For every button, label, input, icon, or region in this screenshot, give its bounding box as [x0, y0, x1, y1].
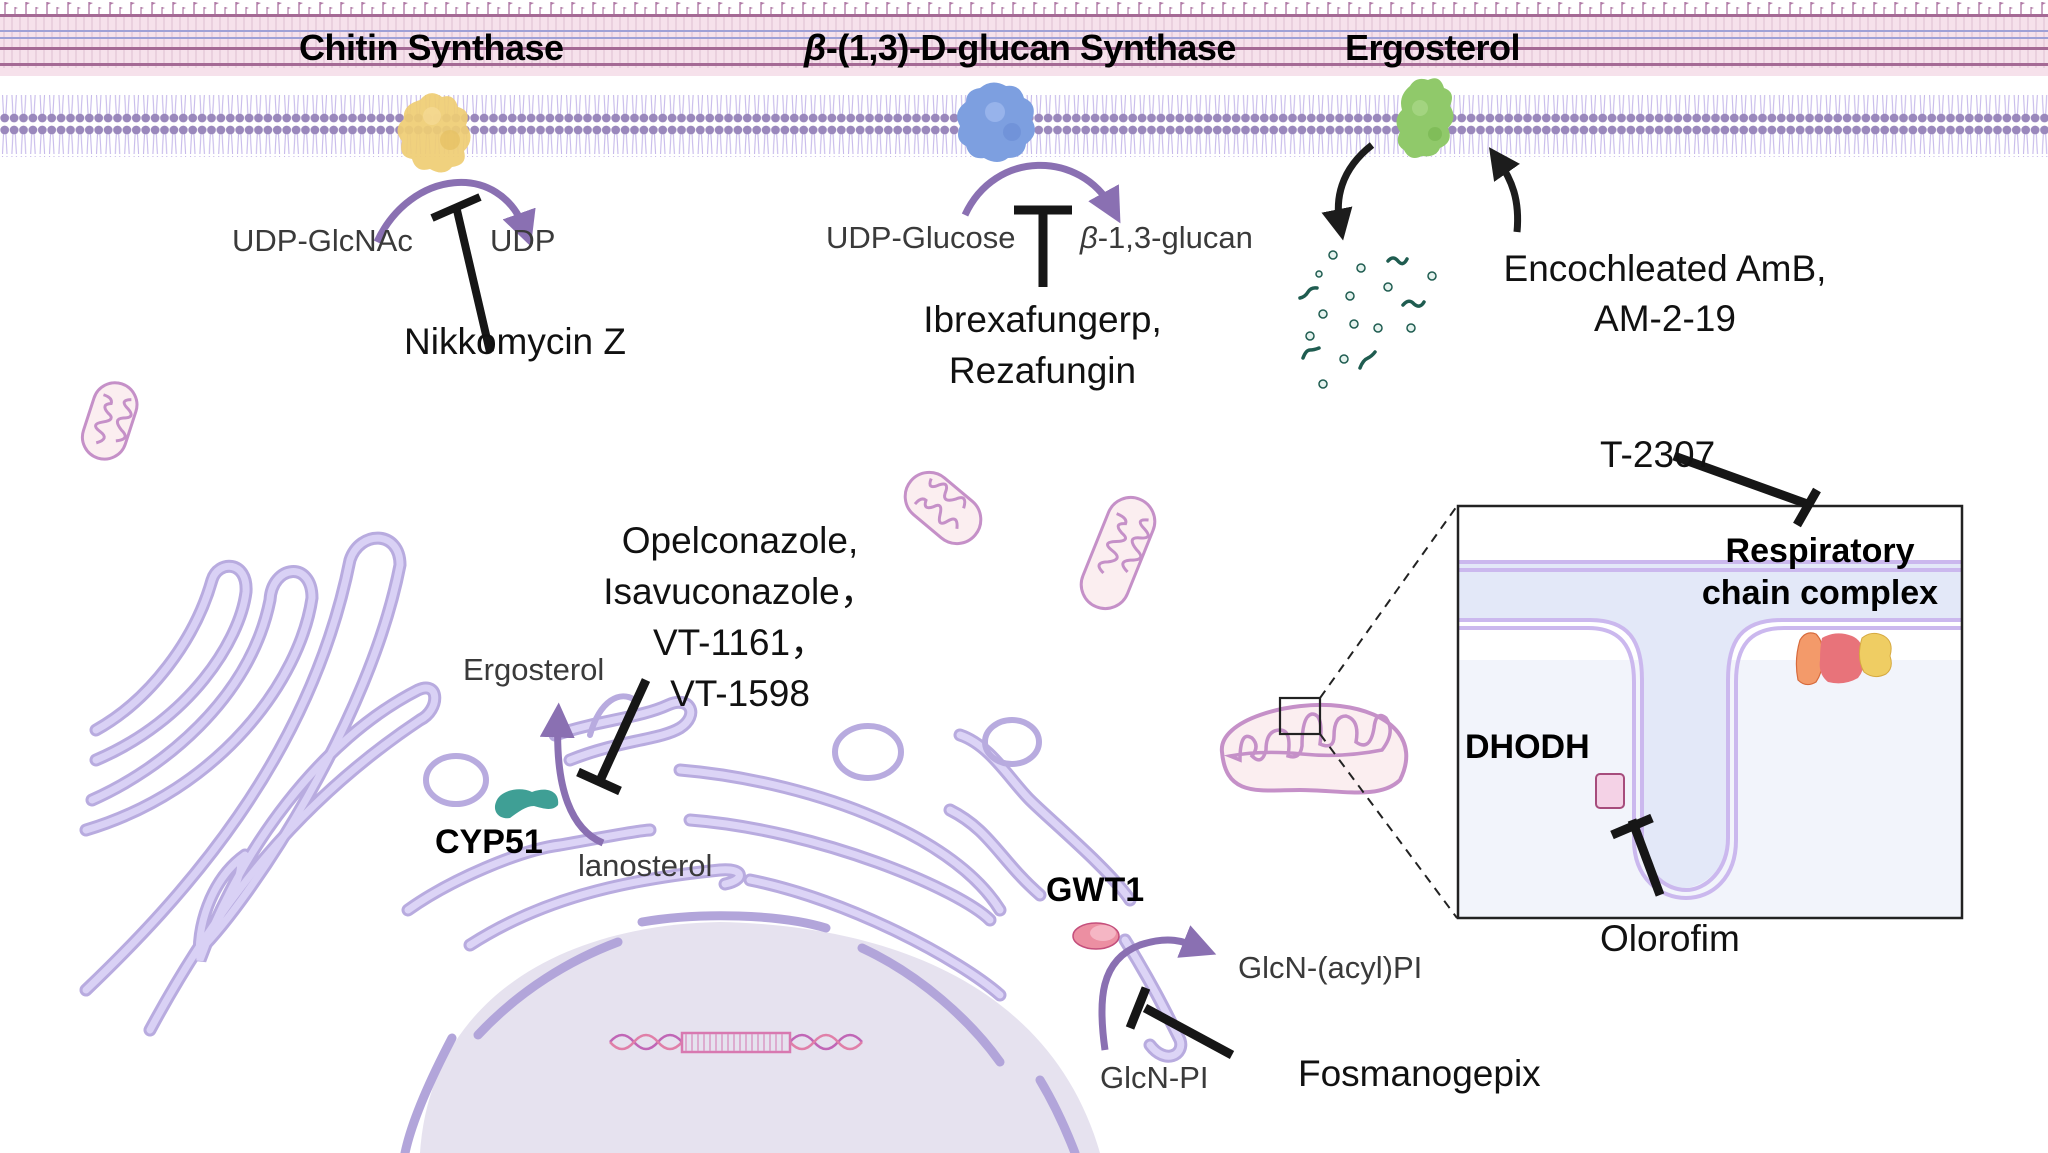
beta-glucan-text: -1,3-glucan	[1097, 220, 1253, 255]
lanosterol-to-ergosterol-arrow	[539, 702, 605, 847]
encochleated-amb-label: Encochleated AmB,	[1503, 248, 1827, 289]
golgi-apparatus	[79, 531, 442, 1037]
cell-wall	[0, 2, 2048, 76]
mitochondrion-icon	[903, 470, 983, 546]
glucan-synthase-title: β-(1,3)-D-glucan Synthase	[804, 30, 1236, 66]
am-2-19-label: AM-2-19	[1594, 298, 1736, 339]
zoom-callout-lines	[1319, 505, 1458, 919]
ergosterol-protein	[1396, 78, 1454, 158]
mitochondrion-icon	[80, 381, 139, 461]
rezafungin-label: Rezafungin	[948, 350, 1137, 391]
beta-glucan-label: β-1,3-glucan	[1080, 222, 1253, 253]
beta-symbol: β	[1080, 220, 1098, 255]
fosmanogepix-label: Fosmanogepix	[1298, 1053, 1541, 1094]
gwt1-enzyme	[1072, 922, 1120, 950]
chitin-synthase-protein	[397, 93, 471, 173]
isavuconazole-label: Isavuconazole，	[603, 571, 877, 612]
glcn-acylation-arrow	[1098, 925, 1217, 1051]
dhodh-enzyme	[1595, 773, 1625, 809]
udp-label: UDP	[490, 223, 556, 258]
chitin-pathway-arrow	[373, 179, 536, 247]
mitochondrion-large	[1219, 696, 1409, 795]
fosmanogepix-inhibitor-icon	[1125, 986, 1235, 1059]
zoom-region-box	[1278, 696, 1322, 736]
echinocandin-inhibitor-icon	[1014, 205, 1072, 287]
lanosterol-label: lanosterol	[578, 848, 713, 883]
mitochondria-inset	[1456, 504, 1964, 920]
ergosterol-extraction-arrow	[1321, 142, 1375, 241]
t-2307-label: T-2307	[1600, 434, 1716, 475]
dna-icon	[609, 1031, 863, 1054]
nikkomycin-z-label: Nikkomycin Z	[404, 321, 627, 362]
ergosterol-particles	[1298, 250, 1437, 389]
respiratory-chain-complex-protein	[1795, 632, 1892, 686]
cyp51-label: CYP51	[435, 823, 543, 861]
dhodh-label: DHODH	[1465, 728, 1590, 766]
azole-inhibitor-icon	[576, 678, 651, 796]
glucan-synthase-protein	[957, 82, 1035, 162]
opelconazole-label: Opelconazole,	[621, 520, 859, 561]
beta-symbol: β	[804, 27, 826, 68]
vt-1161-label: VT-1161，	[652, 622, 828, 663]
udp-glcnac-label: UDP-GlcNAc	[232, 223, 413, 258]
udp-glucose-label: UDP-Glucose	[826, 220, 1016, 255]
cyp51-enzyme	[494, 789, 559, 819]
nikkomycin-inhibitor-icon	[430, 193, 494, 353]
mitochondrion-icon	[1079, 495, 1157, 611]
ibrexafungerp-label: Ibrexafungerp,	[923, 299, 1162, 340]
respiratory-chain-label-line2: chain complex	[1701, 574, 1939, 612]
glcn-pi-label: GlcN-PI	[1100, 1060, 1209, 1095]
ergosterol-product-label: Ergosterol	[463, 652, 605, 687]
chitin-synthase-title: Chitin Synthase	[299, 27, 564, 68]
vt-1598-label: VT-1598	[670, 673, 810, 714]
olorofim-inhibitor-icon	[1610, 813, 1665, 897]
endoplasmic-reticulum	[401, 693, 1188, 1063]
t2307-inhibitor-icon	[1672, 451, 1821, 528]
nucleus	[400, 911, 1100, 1153]
respiratory-chain-label: Respiratory	[1725, 532, 1915, 570]
glucan-pathway-arrow	[961, 161, 1121, 224]
gwt1-label: GWT1	[1046, 871, 1145, 909]
glucan-synthase-title-text: -(1,3)-D-glucan Synthase	[825, 27, 1237, 68]
ergosterol-title: Ergosterol	[1345, 27, 1521, 68]
amb-binding-arrow	[1488, 147, 1522, 233]
olorofim-label: Olorofim	[1600, 918, 1740, 959]
glcn-acyl-pi-label: GlcN-(acyl)PI	[1238, 950, 1423, 985]
